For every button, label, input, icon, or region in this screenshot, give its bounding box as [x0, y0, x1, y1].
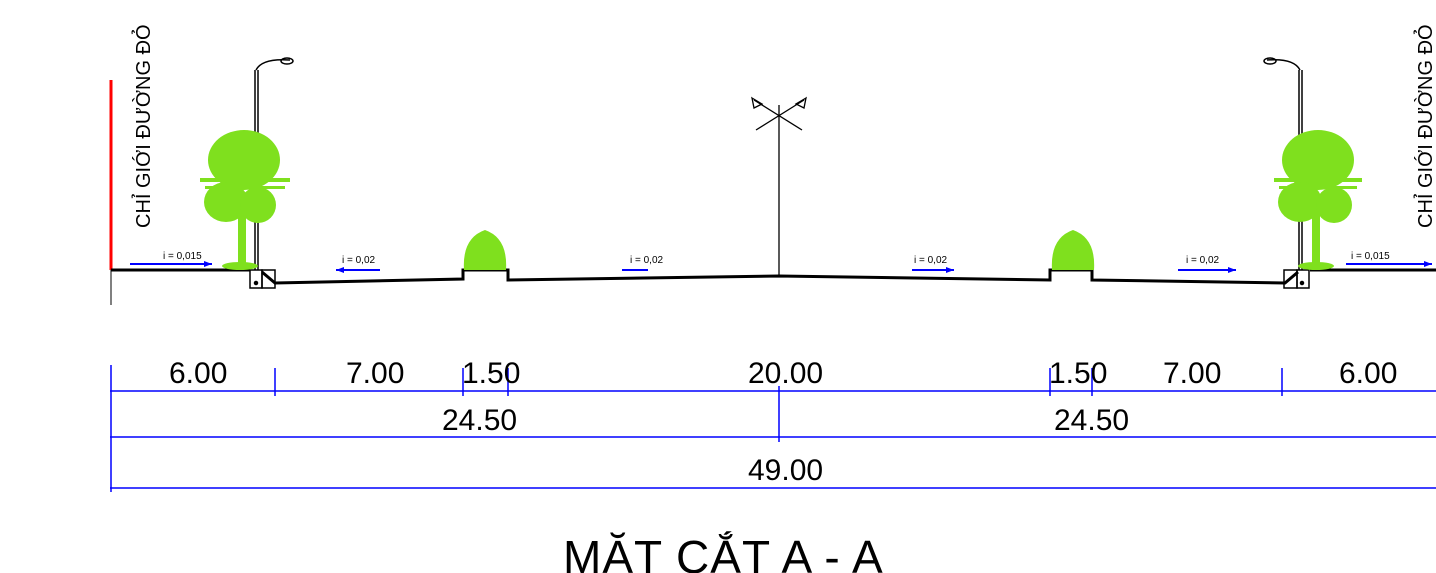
- right-shrub-icon: [1051, 230, 1095, 270]
- svg-text:i = 0,02: i = 0,02: [342, 255, 376, 266]
- section-title: MẶT CẮT A - A: [563, 531, 884, 573]
- dim-center: 20.00: [748, 357, 823, 390]
- left-tree-icon: [200, 130, 290, 270]
- svg-text:i = 0,02: i = 0,02: [1186, 255, 1220, 266]
- dim-total: 49.00: [748, 454, 823, 487]
- slope-center-left: i = 0,02: [622, 255, 664, 271]
- slope-right-sidewalk: i = 0,015: [1346, 251, 1432, 267]
- left-curb: [249, 269, 276, 289]
- dim-left-lane: 7.00: [346, 357, 404, 390]
- dim-left-separator: 1.50: [462, 357, 520, 390]
- dim-left-sidewalk: 6.00: [169, 357, 227, 390]
- right-tree-icon: [1274, 130, 1362, 270]
- dimension-lines: [110, 365, 1436, 492]
- road-surface: [111, 268, 1436, 285]
- centerline-marker-icon: [751, 96, 807, 276]
- dim-right-half: 24.50: [1054, 404, 1129, 437]
- slope-left-lane: i = 0,02: [336, 255, 380, 273]
- svg-text:i = 0,02: i = 0,02: [630, 255, 664, 266]
- svg-text:i = 0,02: i = 0,02: [914, 255, 948, 266]
- dim-left-half: 24.50: [442, 404, 517, 437]
- slope-right-lane: i = 0,02: [1178, 255, 1236, 273]
- slope-left-sidewalk: i = 0,015: [130, 251, 212, 267]
- dim-right-separator: 1.50: [1049, 357, 1107, 390]
- left-shrub-icon: [463, 230, 507, 270]
- slope-center-right: i = 0,02: [912, 255, 954, 273]
- left-boundary-label: CHỈ GIỚI ĐƯỜNG ĐỎ: [131, 24, 155, 228]
- right-curb: [1283, 269, 1310, 289]
- svg-text:i = 0,015: i = 0,015: [163, 251, 202, 262]
- svg-text:i = 0,015: i = 0,015: [1351, 251, 1390, 262]
- dim-right-lane: 7.00: [1163, 357, 1221, 390]
- dim-right-sidewalk: 6.00: [1339, 357, 1397, 390]
- right-boundary-label: CHỈ GIỚI ĐƯỜNG ĐỎ: [1413, 24, 1436, 228]
